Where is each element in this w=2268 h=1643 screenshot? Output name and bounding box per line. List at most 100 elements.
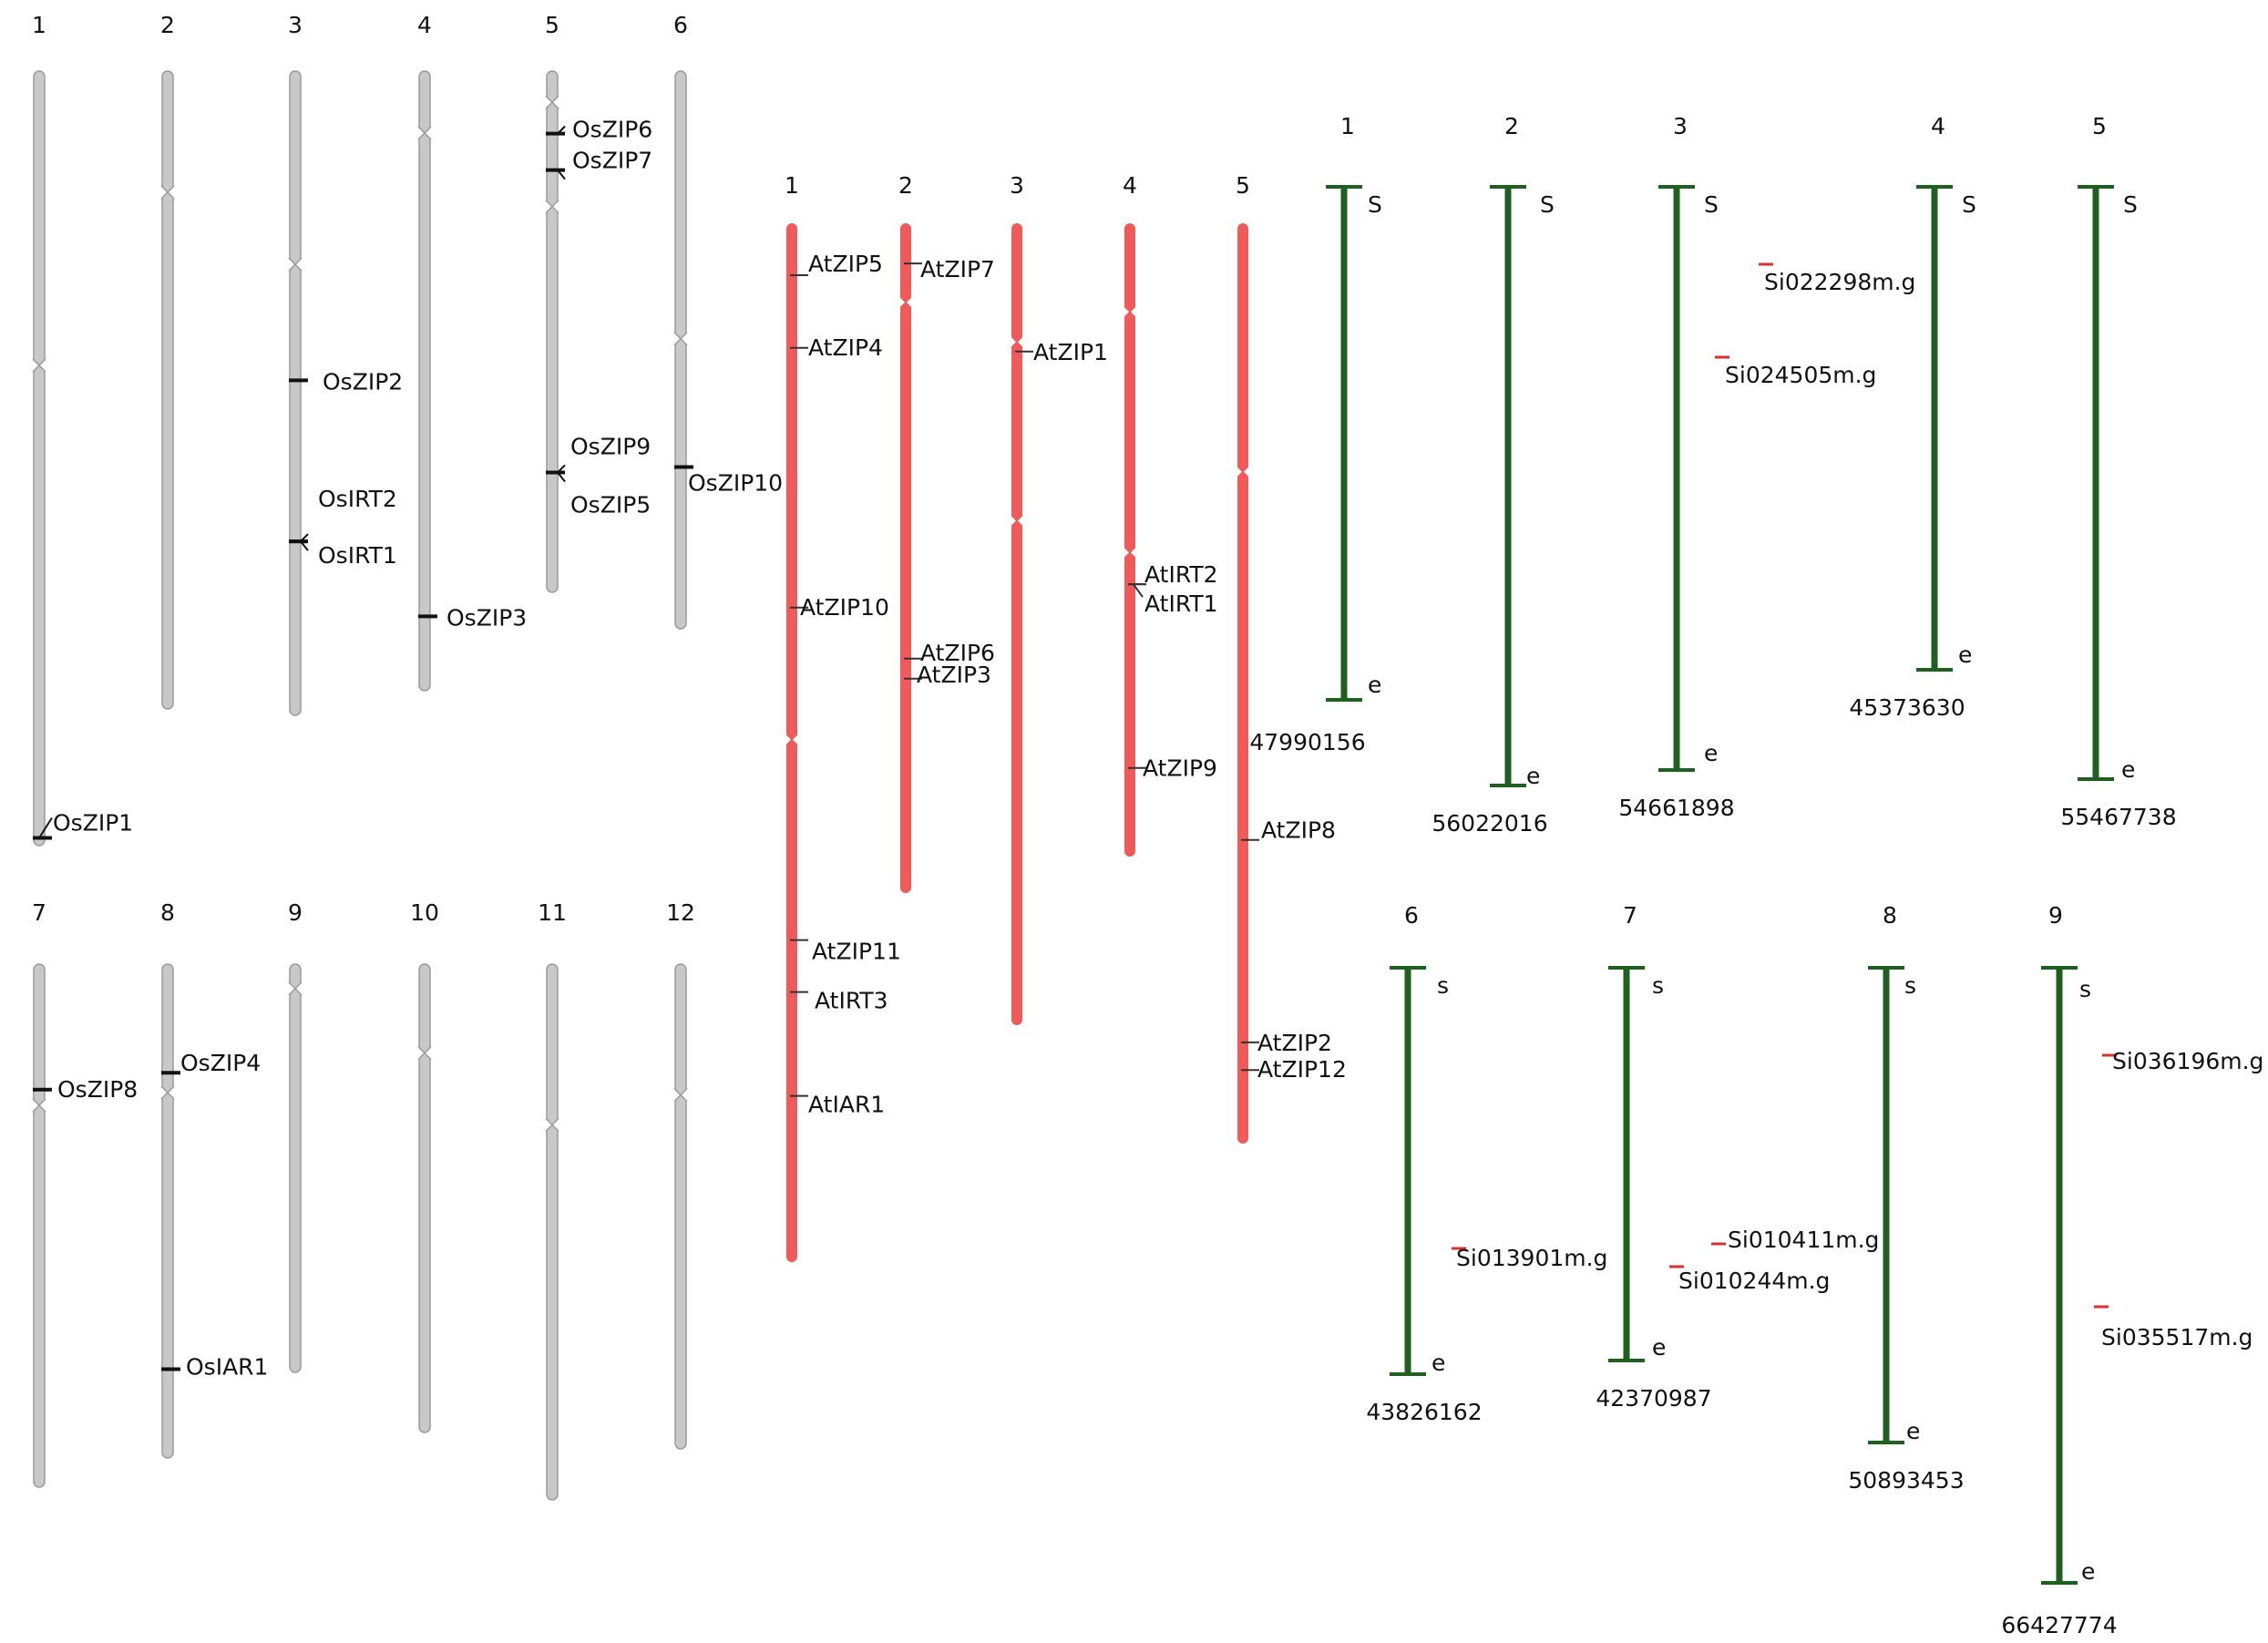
chromosome-label: 11 <box>538 899 567 926</box>
gene-label: Si036196m.g <box>2112 1048 2263 1074</box>
gene-leader-line <box>557 471 566 483</box>
chromosome-end-marker: e <box>1704 740 1718 766</box>
centromere-mark <box>288 981 303 996</box>
chromosome-body <box>674 70 687 630</box>
chromosome-label: 8 <box>1883 902 1897 929</box>
chromosome-body <box>1011 223 1022 1025</box>
centromere-mark <box>160 185 175 200</box>
chromosome-label: 9 <box>288 899 303 926</box>
centromere-mark <box>417 126 432 140</box>
chromosome-label: 1 <box>1340 113 1355 139</box>
arabidopsis-chromosome-2 <box>899 223 922 893</box>
chromosome-start-marker: S <box>1368 191 1382 218</box>
centromere-mark <box>1011 515 1023 527</box>
centromere-mark <box>1124 547 1136 559</box>
gene-label: OsZIP8 <box>57 1076 138 1103</box>
chromosome-body <box>289 963 302 1373</box>
centromere-mark <box>545 95 559 109</box>
chromosome-length: 66427774 <box>2001 1612 2117 1638</box>
gene-label: OsZIP9 <box>570 433 651 459</box>
centromere-mark <box>545 1117 559 1132</box>
gene-label: OsIAR1 <box>186 1353 268 1380</box>
chromosome-end-marker: e <box>2081 1558 2095 1585</box>
chromosome-start-marker: S <box>1962 191 1976 218</box>
chromosome-length: 45373630 <box>1849 694 1965 721</box>
chromosome-label: 6 <box>1404 902 1419 929</box>
foxtail-chromosome-8 <box>1868 966 1904 1444</box>
foxtail-chromosome-4 <box>1916 185 1953 672</box>
chromosome-end-marker: e <box>1652 1334 1666 1361</box>
chromosome-body <box>161 963 174 1459</box>
chromosome-end-marker: e <box>1432 1350 1445 1376</box>
rice-chromosome-8 <box>160 963 180 1459</box>
gene-label: Si035517m.g <box>2101 1324 2253 1350</box>
gene-label: OsZIP2 <box>323 368 403 395</box>
rice-chromosome-2 <box>160 70 175 710</box>
chromosome-end-marker: e <box>1368 672 1381 698</box>
chromosome-body <box>33 963 46 1488</box>
centromere-mark <box>417 1046 432 1061</box>
centromere-mark <box>1011 336 1023 348</box>
gene-leader-line <box>300 540 309 551</box>
chromosome-label: 2 <box>898 172 913 199</box>
gene-label: Si013901m.g <box>1456 1245 1607 1271</box>
rice-chromosome-11 <box>545 963 559 1501</box>
arabidopsis-chromosome-1 <box>785 223 808 1262</box>
rice-chromosome-1 <box>32 70 53 847</box>
chromosome-label: 10 <box>410 899 439 926</box>
gene-label: Si024505m.g <box>1725 362 1876 388</box>
arabidopsis-chromosome-3 <box>1011 223 1033 1025</box>
chromosome-length: 54661898 <box>1618 795 1734 821</box>
gene-leader-line <box>557 125 566 135</box>
chromosome-length: 42370987 <box>1596 1385 1711 1412</box>
chromosome-body <box>289 70 302 716</box>
chromosome-label: 7 <box>32 899 46 926</box>
chromosome-label: 9 <box>2048 902 2063 929</box>
rice-chromosome-4 <box>417 70 437 692</box>
chromosome-label: 2 <box>160 12 175 38</box>
gene-label: OsZIP7 <box>572 148 652 174</box>
foxtail-chromosome-2 <box>1490 185 1526 787</box>
chromosome-start-marker: S <box>1704 191 1719 218</box>
gene-label: AtIRT1 <box>1144 590 1218 617</box>
chromosome-label: 4 <box>1123 172 1137 199</box>
gene-label: AtZIP4 <box>808 334 883 361</box>
chromosome-body <box>786 223 797 1262</box>
centromere-mark <box>545 200 559 214</box>
gene-label: Si022298m.g <box>1764 269 1915 295</box>
foxtail-chromosome-3 <box>1658 185 1773 772</box>
gene-label: Si010244m.g <box>1678 1268 1830 1294</box>
centromere-mark <box>673 1088 688 1103</box>
gene-label: AtZIP9 <box>1143 755 1217 782</box>
chromosome-length: 56022016 <box>1432 810 1547 837</box>
chromosome-end-marker: e <box>1958 642 1972 668</box>
chromosome-body <box>674 963 687 1450</box>
gene-label: AtZIP1 <box>1033 339 1108 365</box>
gene-label: AtIAR1 <box>808 1092 885 1118</box>
gene-label: AtZIP12 <box>1257 1056 1347 1083</box>
chromosome-body <box>1124 223 1135 857</box>
gene-label: AtZIP8 <box>1261 817 1336 844</box>
chromosome-start-marker: S <box>2123 191 2138 218</box>
chromosome-label: 1 <box>785 172 799 199</box>
gene-label: OsZIP3 <box>446 604 527 631</box>
chromosome-label: 3 <box>1010 172 1024 199</box>
centromere-mark <box>160 1085 175 1100</box>
chromosome-start-marker: s <box>1652 972 1664 999</box>
chromosome-length: 43826162 <box>1366 1399 1482 1425</box>
chromosome-body <box>161 70 174 710</box>
gene-label: AtIRT3 <box>815 988 888 1014</box>
rice-chromosome-6 <box>673 70 693 630</box>
gene-leader-line <box>1133 583 1144 598</box>
chromosome-length: 55467738 <box>2060 804 2176 830</box>
foxtail-chromosome-9 <box>2041 966 2117 1585</box>
rice-chromosome-set <box>32 70 693 1501</box>
centromere-mark <box>1237 466 1249 477</box>
chromosome-label: 8 <box>160 899 175 926</box>
centromere-mark <box>288 257 303 272</box>
arabidopsis-chromosome-5 <box>1237 223 1259 1144</box>
centromere-mark <box>1124 306 1136 318</box>
chromosome-end-marker: e <box>2121 756 2135 783</box>
foxtail-chromosome-5 <box>2078 185 2114 781</box>
